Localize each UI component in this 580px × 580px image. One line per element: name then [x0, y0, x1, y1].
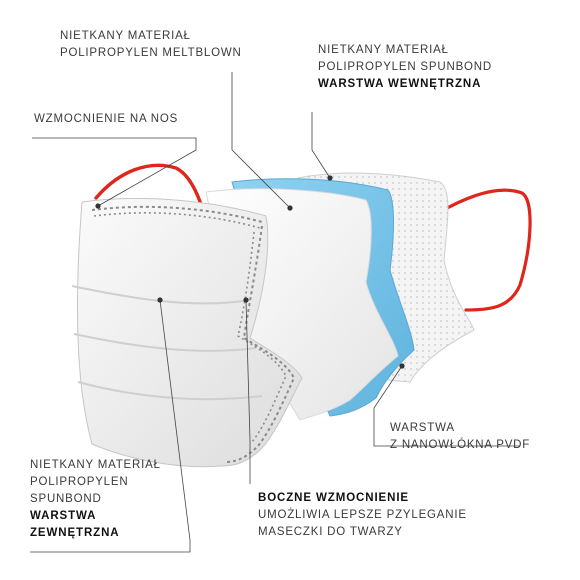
- label-pvdf-line2: Z NANOWŁÓKNA PVDF: [390, 439, 531, 451]
- label-spunbond-outer-line5: ZEWNĘTRZNA: [30, 527, 120, 539]
- ear-loop-right: [438, 188, 532, 312]
- label-pvdf-line1: WARSTWA: [390, 422, 455, 434]
- label-spunbond-inner-line3: WARSTWA WEWNĘTRZNA: [318, 78, 482, 90]
- dot-nose: [95, 203, 101, 209]
- leader-meltblown: [231, 72, 291, 209]
- label-side-line1: BOCZNE WZMOCNIENIE: [258, 492, 409, 504]
- dot-pvdf: [399, 363, 405, 369]
- label-spunbond-outer-line3: SPUNBOND: [30, 493, 102, 505]
- label-spunbond-outer-line1: NIETKANY MATERIAŁ: [30, 459, 161, 471]
- nose-stitch-2: [93, 212, 261, 229]
- leader-nose: [32, 137, 197, 207]
- pleat-1: [71, 285, 251, 305]
- leader-side: [245, 299, 251, 484]
- label-side-line3: MASECZKI DO TWARZY: [258, 526, 403, 538]
- pleat-2: [73, 333, 257, 352]
- leader-spunbond-inner: [311, 112, 331, 179]
- dot-meltblown: [287, 205, 293, 211]
- label-spunbond-inner-line2: POLIPROPYLEN SPUNBOND: [318, 61, 493, 73]
- label-nose: WZMOCNIENIE NA NOS: [34, 111, 178, 128]
- label-meltblown: NIETKANY MATERIAŁ POLIPROPYLEN MELTBLOWN: [60, 28, 242, 62]
- leader-outer: [30, 299, 191, 553]
- pleat-3: [77, 381, 263, 401]
- label-meltblown-line1: NIETKANY MATERIAŁ: [60, 30, 191, 42]
- dot-spunbond-inner: [327, 175, 333, 181]
- label-side: BOCZNE WZMOCNIENIE UMOŻLIWIA LEPSZE PZYL…: [258, 490, 467, 541]
- label-spunbond-inner-line1: NIETKANY MATERIAŁ: [318, 44, 449, 56]
- dot-side: [243, 297, 249, 303]
- label-spunbond-outer-line2: POLIPROPYLEN: [30, 476, 129, 488]
- label-spunbond-outer: NIETKANY MATERIAŁ POLIPROPYLEN SPUNBOND …: [30, 457, 161, 542]
- label-pvdf: WARSTWA Z NANOWŁÓKNA PVDF: [390, 420, 530, 454]
- nose-stitch: [91, 205, 263, 223]
- side-stitch-2: [237, 231, 287, 443]
- label-nose-line1: WZMOCNIENIE NA NOS: [34, 113, 179, 125]
- side-stitch: [225, 225, 296, 463]
- label-spunbond-inner: NIETKANY MATERIAŁ POLIPROPYLEN SPUNBOND …: [318, 42, 492, 93]
- label-spunbond-outer-line4: WARSTWA: [30, 510, 97, 522]
- dot-outer: [157, 297, 163, 303]
- label-meltblown-line2: POLIPROPYLEN MELTBLOWN: [60, 47, 242, 59]
- outer-mask-body: [76, 197, 303, 468]
- label-side-line2: UMOŻLIWIA LEPSZE PZYLEGANIE: [258, 509, 467, 521]
- ear-loop-left: [94, 163, 206, 216]
- leader-pvdf: [373, 365, 520, 447]
